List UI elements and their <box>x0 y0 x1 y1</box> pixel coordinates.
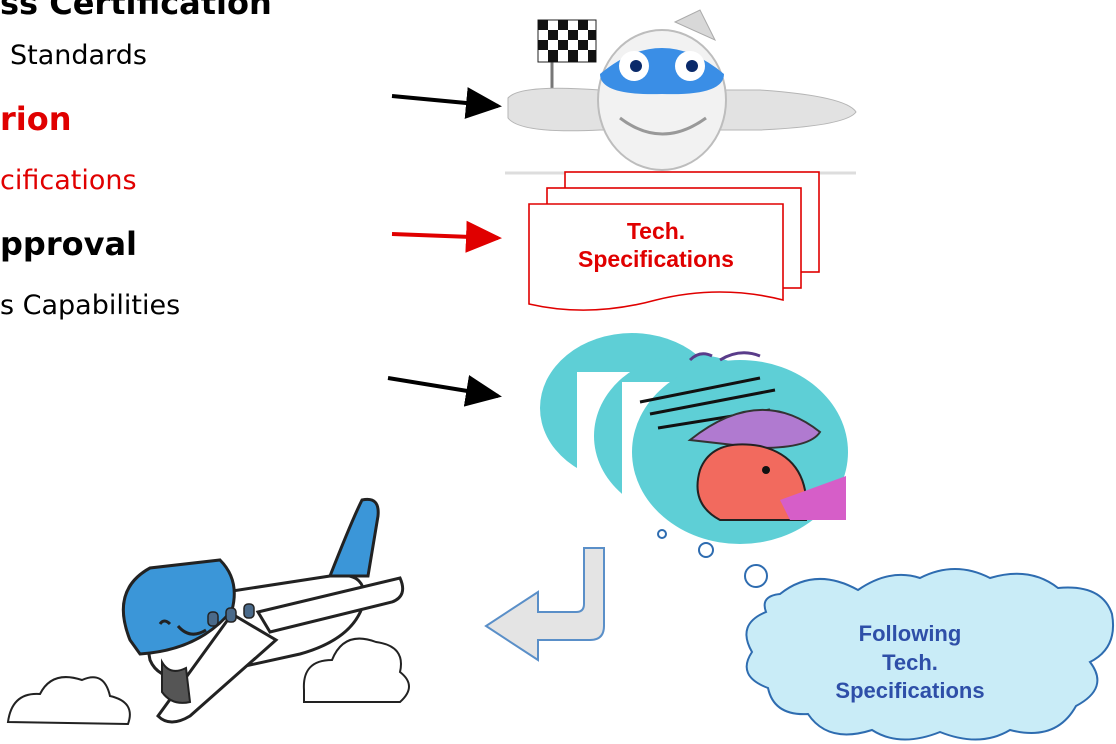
arrow-to-airplane <box>391 87 502 119</box>
spec-label-line2: Specifications <box>578 245 734 272</box>
heading-approval: pproval <box>0 225 137 263</box>
text-standards: Standards <box>10 40 147 71</box>
thinking-figure-illustration <box>540 333 850 544</box>
curved-return-arrow <box>484 547 605 662</box>
cloud-label: Following Tech. Specifications <box>790 620 1030 706</box>
thought-bubbles <box>657 529 768 588</box>
specifications-document-stack <box>528 171 820 311</box>
arrow-to-thinker <box>387 375 502 407</box>
heading-certification: ss Certification <box>0 0 272 22</box>
text-capabilities: s Capabilities <box>0 290 181 321</box>
airplane-flag-illustration <box>505 9 857 175</box>
arrow-to-specifications <box>391 220 502 253</box>
following-specifications-cloud <box>745 568 1114 741</box>
text-specifications: cifications <box>0 165 137 196</box>
heading-rion: rion <box>0 100 72 138</box>
cloud-label-line1: Following <box>858 621 962 646</box>
cloud-label-line2: Tech. <box>882 649 938 675</box>
cloud-label-line3: Specifications <box>835 678 985 704</box>
spec-label-line1: Tech. <box>626 218 686 244</box>
specifications-box-label: Tech. Specifications <box>538 218 774 273</box>
flying-airplane-illustration <box>6 497 410 726</box>
